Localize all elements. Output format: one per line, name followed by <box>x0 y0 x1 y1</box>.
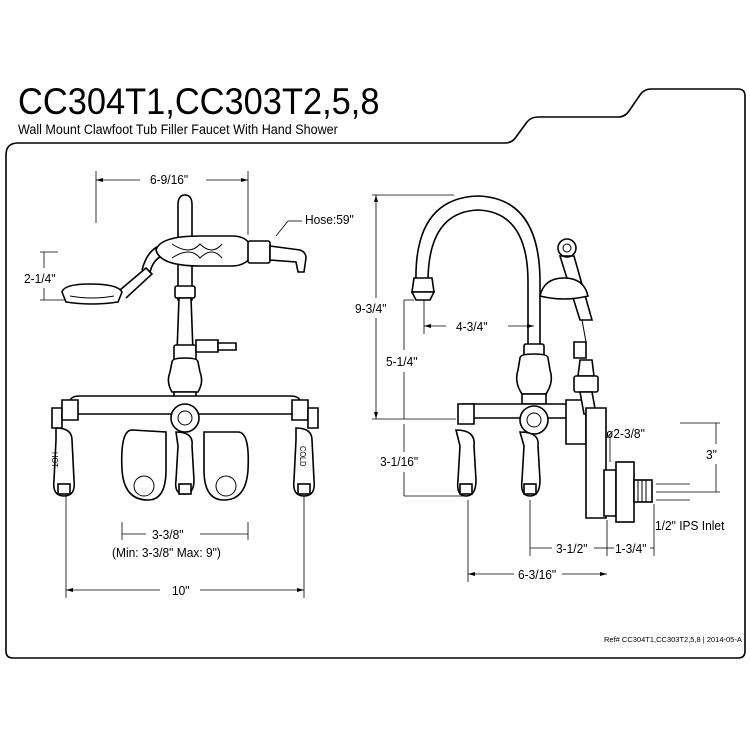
label-inlet: 1/2" IPS Inlet <box>655 518 725 533</box>
dim-width-top: 6-9/16" <box>150 172 189 187</box>
dim-center-spacing: 3-3/8" <box>152 527 184 542</box>
dim-depth-b: 1-3/4" <box>615 541 647 556</box>
dim-spout-reach: 4-3/4" <box>456 319 488 334</box>
page-title: CC304T1,CC303T2,5,8 <box>18 81 380 122</box>
dim-overall-width: 10" <box>172 583 190 598</box>
dim-overall-depth: 6-3/16" <box>518 567 557 582</box>
dim-total-height: 9-3/4" <box>355 301 387 316</box>
dim-spacing-range: (Min: 3-3/8" Max: 9") <box>112 545 221 560</box>
front-view-drawing <box>40 171 319 598</box>
dim-hand-shower-height: 2-1/4" <box>24 271 56 286</box>
page-subtitle: Wall Mount Clawfoot Tub Filler Faucet Wi… <box>18 122 338 137</box>
dim-depth-a: 3-1/2" <box>556 541 588 556</box>
label-hot: HOT <box>50 452 59 468</box>
dim-spout-height: 5-1/4" <box>386 354 418 369</box>
sheet-frame <box>5 88 746 659</box>
dim-lower-height: 3-1/16" <box>380 454 419 469</box>
dim-flange-diameter: ø2-3/8" <box>606 426 645 441</box>
dim-inlet-height: 3" <box>706 447 717 462</box>
label-cold: COLD <box>298 446 307 467</box>
dim-hose: Hose:59" <box>305 212 354 227</box>
reference-number: Ref# CC304T1,CC303T2,5,8 | 2014-05-A <box>604 635 742 644</box>
side-view-drawing <box>372 194 720 582</box>
